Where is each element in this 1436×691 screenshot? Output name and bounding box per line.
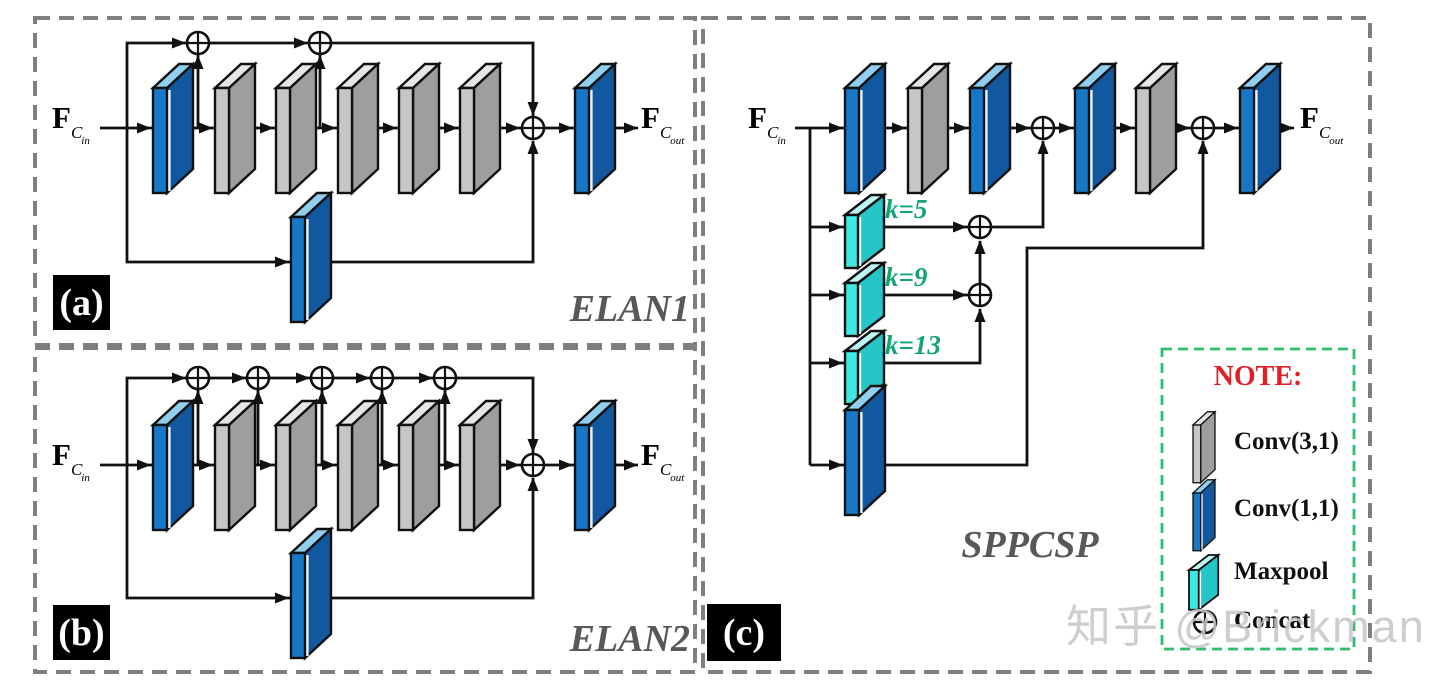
- output-label-c: FCout: [1300, 100, 1344, 147]
- maxpool-block: [843, 261, 886, 338]
- legend-item-concat: Concat: [1234, 607, 1311, 634]
- panel-tag-a: (a): [53, 275, 110, 330]
- panel-a-border: [33, 16, 697, 347]
- input-label-b: FCin: [52, 437, 90, 484]
- panel-title-a: ELAN1: [569, 288, 690, 330]
- concat-node: [369, 365, 395, 391]
- concat-node: [309, 365, 335, 391]
- concat-node: [967, 282, 993, 308]
- concat-node: [432, 365, 458, 391]
- legend-item-maxpool: Maxpool: [1234, 558, 1329, 585]
- concat-node: [520, 452, 546, 478]
- conv11-block: [968, 62, 1012, 195]
- concat-node: [245, 365, 271, 391]
- concat-node: [1190, 115, 1216, 141]
- conv31-block: [274, 62, 318, 195]
- panel-a-arrowheads: [137, 37, 638, 268]
- concat-node: [1030, 115, 1056, 141]
- conv31-legend-icon: [1192, 411, 1216, 484]
- conv31-block: [336, 399, 380, 532]
- panel-b-arrowheads: [137, 372, 638, 604]
- conv11-block: [151, 399, 195, 532]
- legend-box: [1160, 347, 1356, 651]
- output-label-b: FCout: [641, 437, 685, 484]
- panel-tag-b: (b): [53, 605, 110, 660]
- conv11-block: [573, 62, 617, 195]
- panel-b-border: [33, 346, 697, 674]
- conv11-block: [573, 399, 617, 532]
- conv11-legend-icon: [1192, 479, 1216, 552]
- conv31-block: [397, 62, 441, 195]
- conv11-block: [843, 384, 887, 517]
- conv31-block: [213, 399, 257, 532]
- output-label-a: FCout: [641, 100, 685, 147]
- legend-item-conv11: Conv(1,1): [1234, 495, 1339, 522]
- concat-node: [307, 30, 333, 56]
- input-label-c: FCin: [748, 100, 786, 147]
- maxpool-block: [843, 193, 886, 270]
- conv31-block: [274, 399, 318, 532]
- panel-tag-c: (c): [707, 604, 781, 661]
- conv31-block: [906, 62, 950, 195]
- legend-title: NOTE:: [1213, 361, 1303, 392]
- conv31-block: [458, 399, 502, 532]
- concat-node: [185, 365, 211, 391]
- watermark: 知乎 @Brickman: [1066, 601, 1426, 652]
- conv11-block: [843, 62, 887, 195]
- legend-item-conv31: Conv(3,1): [1234, 428, 1339, 455]
- conv11-block: [289, 191, 333, 324]
- conv31-block: [458, 62, 502, 195]
- conv31-block: [1134, 62, 1178, 195]
- conv11-block: [1238, 62, 1282, 195]
- conv11-block: [1073, 62, 1117, 195]
- conv31-block: [397, 399, 441, 532]
- panel-c-arrowheads: [829, 122, 1294, 471]
- kernel-label-k9: k=9: [885, 262, 928, 292]
- conv11-block: [289, 527, 333, 660]
- panel-title-c: SPPCSP: [961, 524, 1099, 566]
- concat-node: [185, 30, 211, 56]
- conv31-block: [213, 62, 257, 195]
- concat-node: [520, 115, 546, 141]
- kernel-label-k5: k=5: [885, 194, 928, 224]
- conv11-block: [151, 62, 195, 195]
- conv31-block: [336, 62, 380, 195]
- concat-node: [967, 214, 993, 240]
- panel-c-border: [701, 16, 1372, 674]
- kernel-label-k13: k=13: [885, 330, 941, 360]
- panel-title-b: ELAN2: [569, 618, 690, 660]
- input-label-a: FCin: [52, 100, 90, 147]
